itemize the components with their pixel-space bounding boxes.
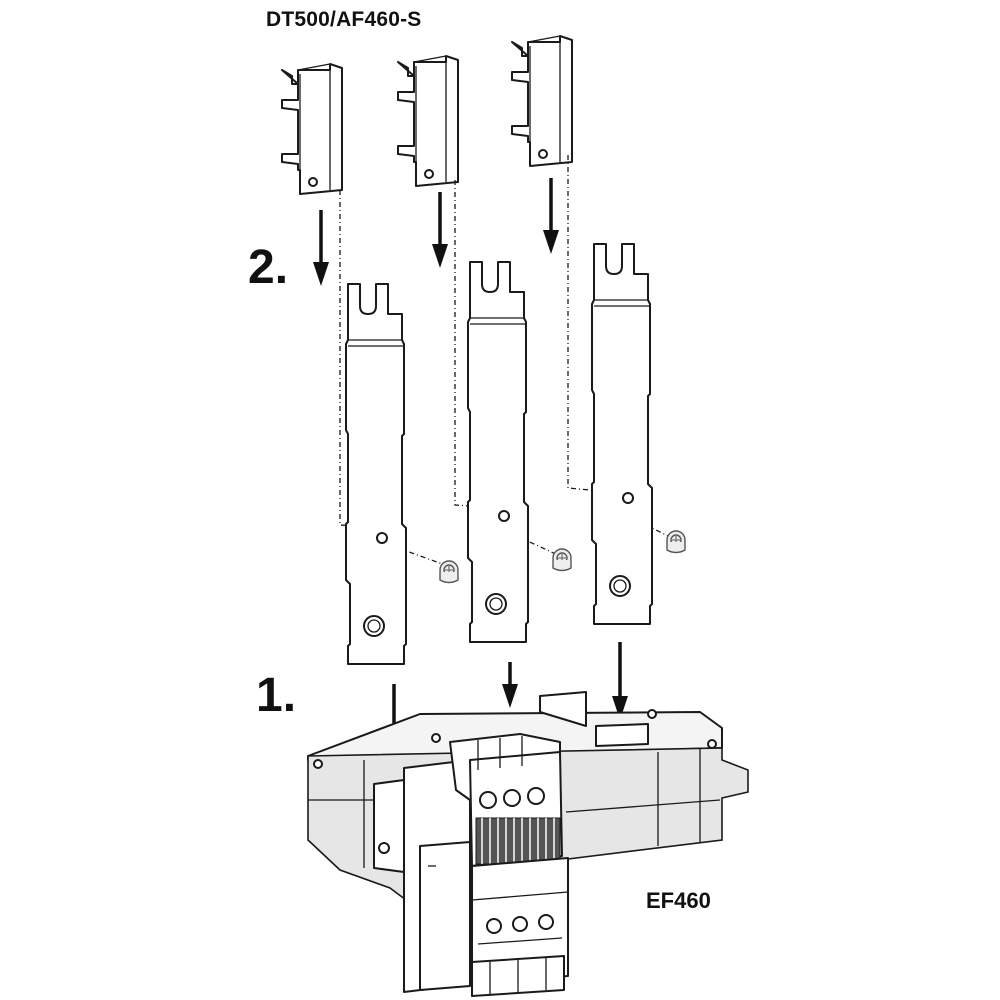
accessory-part-label: DT500/AF460-S	[266, 8, 422, 31]
terminal-bar-left	[345, 283, 407, 665]
step-2-arrows	[313, 178, 559, 286]
device-model-label: EF460	[646, 888, 711, 913]
screw-middle	[552, 548, 572, 572]
terminal-cover-left	[281, 63, 343, 195]
terminal-cover-right	[511, 35, 573, 167]
terminal-bar-right	[591, 243, 653, 625]
ef460-relay-body	[307, 691, 749, 997]
terminal-bar-middle	[467, 261, 529, 643]
step-1-label: 1.	[256, 669, 297, 722]
screw-left	[439, 560, 459, 584]
terminal-cover-middle	[397, 55, 459, 187]
screw-right	[666, 530, 686, 554]
step-2-label: 2.	[248, 241, 289, 294]
